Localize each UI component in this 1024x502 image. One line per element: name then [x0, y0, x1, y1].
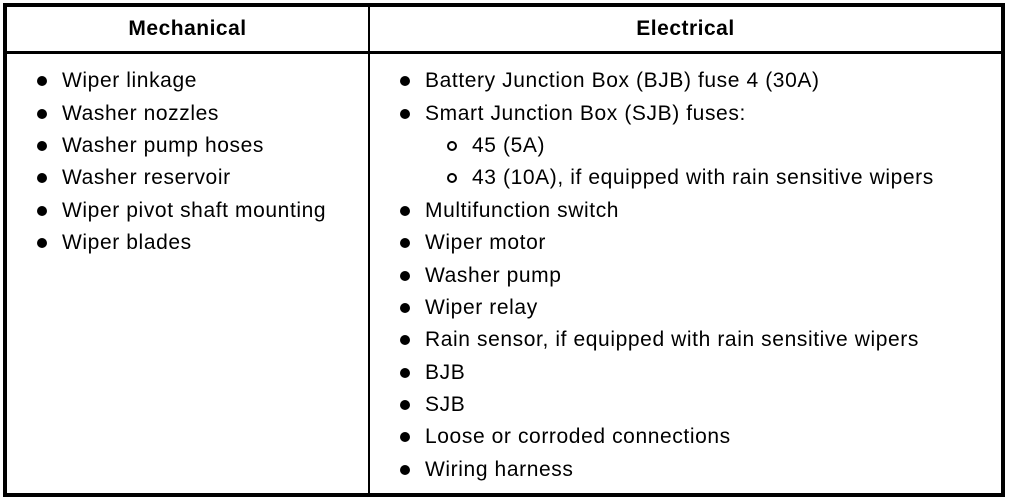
sub-list-item: 45 (5A) — [370, 130, 1001, 162]
filled-circle-bullet-icon — [400, 205, 410, 216]
list-item-text: Smart Junction Box (SJB) fuses: — [425, 101, 746, 125]
filled-circle-bullet-icon — [37, 238, 47, 249]
open-circle-bullet-icon — [447, 173, 457, 184]
list-item-text: Multifunction switch — [425, 198, 620, 222]
list-item-text: Wiper linkage — [62, 69, 198, 93]
list-item: Multifunction switch — [370, 195, 1001, 227]
open-circle-bullet-icon — [447, 140, 457, 151]
list-item-text: SJB — [425, 393, 466, 417]
list-item: Battery Junction Box (BJB) fuse 4 (30A) — [370, 65, 1001, 97]
filled-circle-bullet-icon — [400, 302, 410, 313]
list-item: Rain sensor, if equipped with rain sensi… — [370, 324, 1001, 356]
filled-circle-bullet-icon — [400, 432, 410, 443]
filled-circle-bullet-icon — [400, 464, 410, 475]
list-item: Wiper motor — [370, 227, 1001, 259]
list-item-text: Washer nozzles — [62, 101, 220, 125]
filled-circle-bullet-icon — [400, 238, 410, 249]
list-item: Smart Junction Box (SJB) fuses: — [370, 97, 1001, 129]
filled-circle-bullet-icon — [37, 173, 47, 184]
filled-circle-bullet-icon — [37, 108, 47, 119]
filled-circle-bullet-icon — [37, 140, 47, 151]
column-header-mechanical: Mechanical — [7, 7, 368, 54]
list-item-text: BJB — [425, 360, 466, 384]
list-item-text: Wiper pivot shaft mounting — [62, 198, 327, 222]
sub-list-item: 43 (10A), if equipped with rain sensitiv… — [370, 162, 1001, 194]
electrical-item-list: Battery Junction Box (BJB) fuse 4 (30A) S… — [370, 54, 1001, 493]
list-item-text: Battery Junction Box (BJB) fuse 4 (30A) — [425, 69, 820, 93]
list-item-text: Wiper motor — [425, 231, 546, 255]
list-item: SJB — [370, 389, 1001, 421]
filled-circle-bullet-icon — [37, 76, 47, 87]
list-item-text: 45 (5A) — [472, 133, 546, 157]
list-item: BJB — [370, 357, 1001, 389]
list-item-text: Washer reservoir — [62, 166, 231, 190]
list-item-text: Wiper relay — [425, 295, 538, 319]
list-item-text: Wiper blades — [62, 231, 192, 255]
filled-circle-bullet-icon — [400, 400, 410, 411]
list-item: Loose or corroded connections — [370, 421, 1001, 453]
filled-circle-bullet-icon — [400, 335, 410, 346]
list-item-text: Washer pump — [425, 263, 562, 287]
list-item: Wiper linkage — [7, 65, 368, 97]
list-item-text: Rain sensor, if equipped with rain sensi… — [425, 328, 920, 352]
list-item: Washer nozzles — [7, 97, 368, 129]
column-header-electrical: Electrical — [370, 7, 1001, 54]
column-electrical: Electrical Battery Junction Box (BJB) fu… — [370, 7, 1001, 493]
filled-circle-bullet-icon — [400, 367, 410, 378]
list-item-text: Loose or corroded connections — [425, 425, 731, 449]
list-item: Wiring harness — [370, 454, 1001, 486]
list-item: Wiper blades — [7, 227, 368, 259]
list-item: Washer pump hoses — [7, 130, 368, 162]
filled-circle-bullet-icon — [400, 270, 410, 281]
list-item-text: Wiring harness — [425, 457, 574, 481]
list-item-text: 43 (10A), if equipped with rain sensitiv… — [472, 166, 934, 190]
filled-circle-bullet-icon — [400, 108, 410, 119]
list-item: Wiper relay — [370, 292, 1001, 324]
list-item: Wiper pivot shaft mounting — [7, 195, 368, 227]
filled-circle-bullet-icon — [400, 76, 410, 87]
filled-circle-bullet-icon — [37, 205, 47, 216]
list-item: Washer reservoir — [7, 162, 368, 194]
list-item: Washer pump — [370, 259, 1001, 291]
list-item-text: Washer pump hoses — [62, 133, 265, 157]
